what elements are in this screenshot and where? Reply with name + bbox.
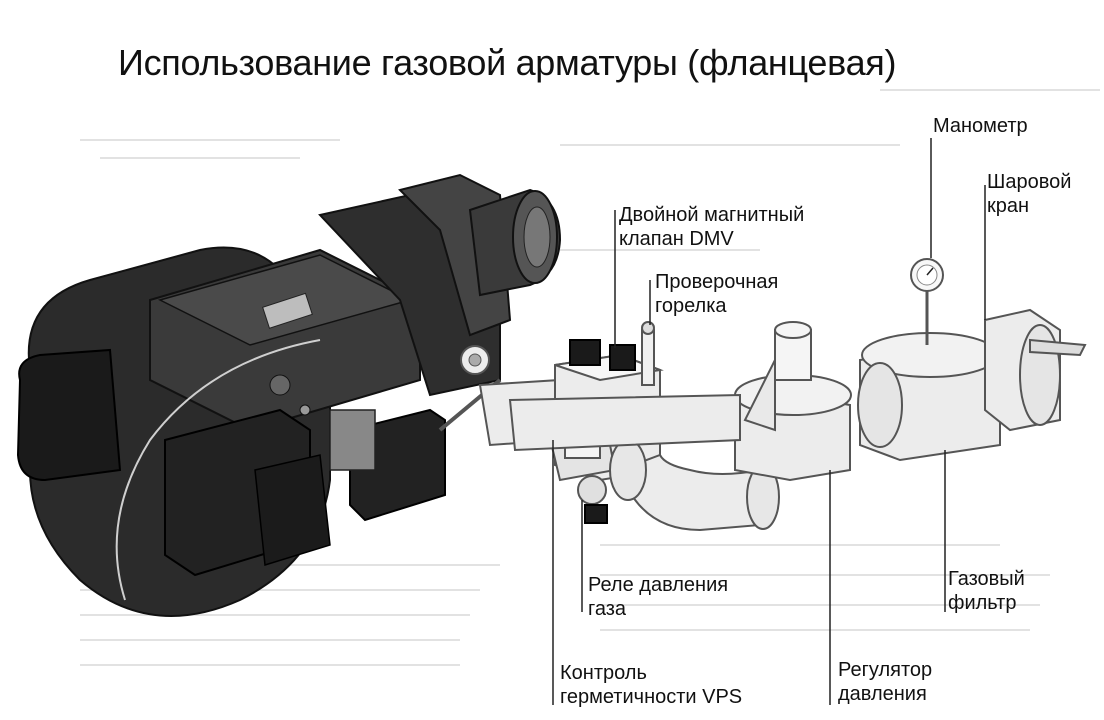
label-ball-valve-line-1: Шаровой [987,171,1072,193]
burner-blast-tube [468,188,562,297]
gas-filter [857,332,1001,462]
gas-train [478,258,1087,532]
diagram-title: Использование газовой арматуры (фланцева… [118,42,897,83]
label-ball-valve-line-2: кран [987,195,1030,217]
label-filter: Газовый фильтр [948,567,1025,615]
label-test-burner: Проверочная горелка [655,270,778,318]
label-vps-line-2: герметичности VPS [560,686,743,708]
label-dmv: Двойной магнитный клапан DMV [619,203,804,251]
label-regulator-line-1: Регулятор [838,659,933,681]
label-pressure-relay-line-2: газа [588,598,627,620]
burner-housing-curve [115,339,321,601]
leader-lines [552,138,986,705]
label-manometer-line-1: Манометр [933,115,1028,137]
pressure-regulator [734,321,852,482]
burner-screw [299,404,311,416]
label-filter-line-1: Газовый [948,568,1025,590]
burner-unit [16,173,562,617]
manometer-device [910,258,944,345]
label-pressure-relay: Реле давления газа [588,573,728,621]
label-test-burner-line-1: Проверочная [655,271,779,293]
label-dmv-line-2: клапан DMV [619,228,734,250]
burner-sight-glass [269,374,291,396]
label-regulator: Регулятор давления [838,658,932,706]
burner-bracket [329,409,376,471]
label-manometer: Манометр [933,114,1028,138]
gas-pipe-elbow [618,453,761,532]
test-burner [641,321,655,386]
label-ball-valve: Шаровой кран [987,170,1071,218]
pressure-relay-device [577,475,608,524]
burner-control-box-front [254,454,331,566]
label-vps: Контроль герметичности VPS [560,661,742,709]
burner-motor [16,348,122,482]
ball-valve-device [984,308,1087,432]
label-regulator-line-2: давления [838,683,927,705]
label-dmv-line-1: Двойной магнитный [619,204,805,226]
gas-pipe-main [508,393,741,452]
label-test-burner-line-2: горелка [655,295,727,317]
label-filter-line-2: фильтр [948,592,1017,614]
burner-label-plate [262,292,313,329]
label-vps-line-1: Контроль [560,662,647,684]
label-pressure-relay-line-1: Реле давления [588,574,729,596]
